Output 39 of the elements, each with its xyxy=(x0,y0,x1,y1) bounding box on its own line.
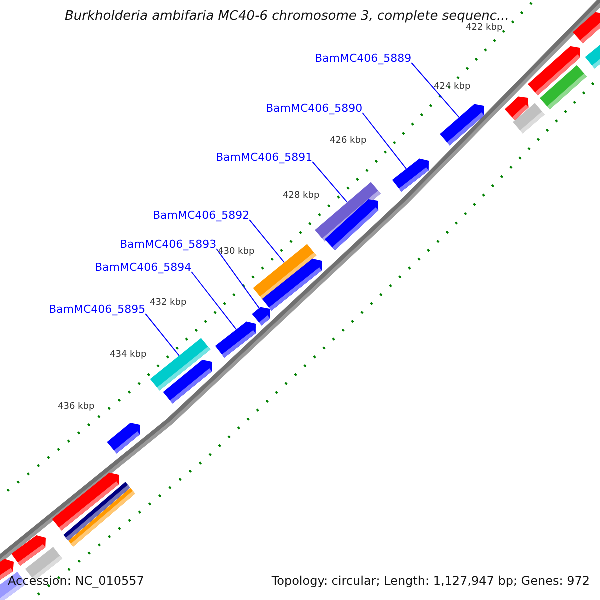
gene-feature xyxy=(392,158,429,192)
gene-label: BamMC406_5890 xyxy=(266,102,363,115)
gene-feature xyxy=(585,44,600,69)
leader-line xyxy=(191,272,237,330)
scale-label: 428 kbp xyxy=(283,191,320,201)
scale-label: 422 kbp xyxy=(466,23,503,33)
gene-feature xyxy=(573,12,600,44)
scale-label: 432 kbp xyxy=(150,298,187,308)
leader-line xyxy=(362,112,407,170)
scale-label: 424 kbp xyxy=(434,82,471,92)
gene-feature xyxy=(262,258,322,311)
gene-feature xyxy=(324,200,379,250)
gene-feature xyxy=(163,360,212,404)
gene-feature xyxy=(252,307,270,326)
scale-label: 426 kbp xyxy=(330,136,367,146)
gene-feature xyxy=(107,423,140,454)
gene-label: BamMC406_5895 xyxy=(49,303,146,316)
leader-line xyxy=(249,220,285,264)
leader-line xyxy=(312,162,348,204)
scale-label: 436 kbp xyxy=(58,402,95,412)
scale-label: 430 kbp xyxy=(218,247,255,257)
gene-feature xyxy=(12,536,46,566)
gene-feature xyxy=(215,322,256,358)
gene-feature xyxy=(52,472,119,531)
leader-line xyxy=(145,314,180,356)
leader-line xyxy=(411,62,460,118)
gene-label: BamMC406_5889 xyxy=(315,52,412,65)
gene-feature xyxy=(513,103,545,134)
leader-line xyxy=(216,248,260,309)
gene-feature xyxy=(440,104,484,146)
scale-label: 434 kbp xyxy=(110,350,147,360)
accession-text: Accession: NC_010557 xyxy=(8,574,144,588)
gene-label: BamMC406_5891 xyxy=(216,151,313,164)
chart-title: Burkholderia ambifaria MC40-6 chromosome 3, complete sequenc... xyxy=(65,9,510,24)
gene-label: BamMC406_5893 xyxy=(120,238,217,251)
summary-text: Topology: circular; Length: 1,127,947 bp; Genes: 972 xyxy=(272,574,590,588)
gene-label: BamMC406_5894 xyxy=(95,261,192,274)
gene-label: BamMC406_5892 xyxy=(153,209,250,222)
gene-feature xyxy=(540,65,587,110)
